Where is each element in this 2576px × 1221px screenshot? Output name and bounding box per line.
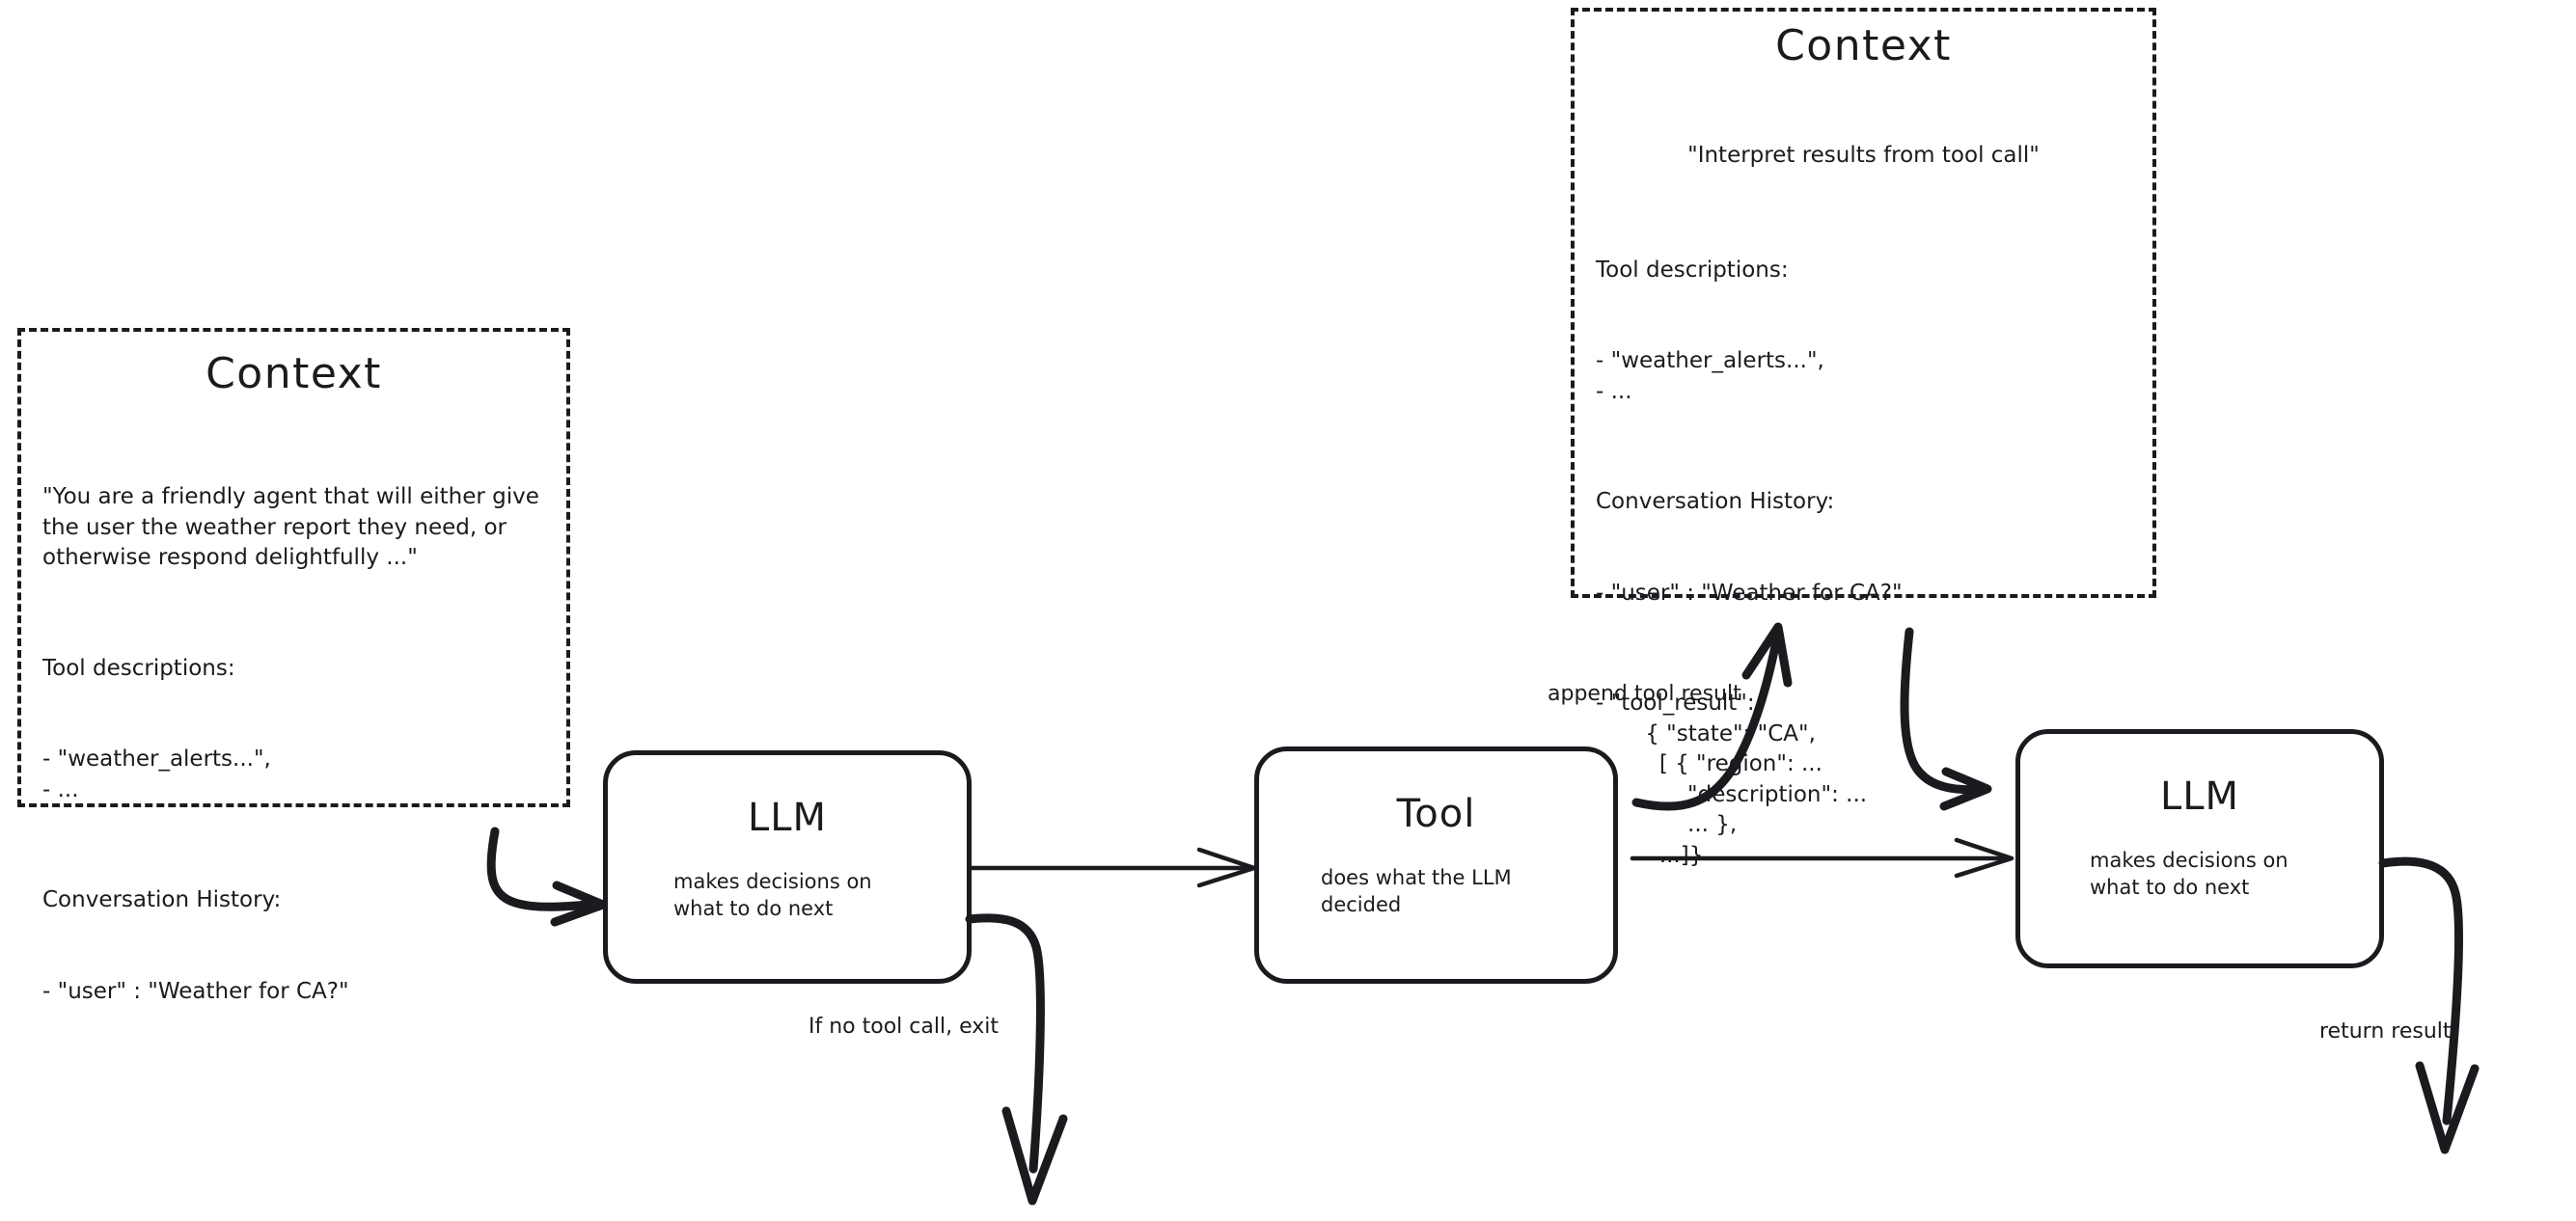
context-right-history-heading: Conversation History: — [1596, 489, 1835, 514]
context-left-body: "You are a friendly agent that will eith… — [42, 421, 545, 1068]
context-right-lead: "Interpret results from tool call" — [1687, 143, 2040, 168]
context-right-history-user: - "user" : "Weather for CA?" — [1596, 580, 1903, 606]
node-llm-first-subtitle: makes decisions on what to do next — [673, 870, 872, 920]
context-left-history-items: - "user" : "Weather for CA?" — [42, 978, 349, 1004]
edge-label-append-result: append tool result — [1548, 682, 1741, 706]
context-left-tools-items: - "weather_alerts...", - ... — [42, 746, 271, 802]
context-box-after-tool: Context "Interpret results from tool cal… — [1571, 8, 2156, 868]
node-llm-first[interactable]: LLM makes decisions on what to do next — [603, 750, 972, 984]
context-left-tools-heading: Tool descriptions: — [42, 655, 235, 681]
edge-label-return-result: return result — [2319, 1019, 2452, 1044]
edge-label-exit: If no tool call, exit — [808, 1015, 999, 1039]
context-left-system-prompt: "You are a friendly agent that will eith… — [42, 484, 547, 570]
context-right-tools-heading: Tool descriptions: — [1596, 257, 1789, 283]
context-right-tools-items: - "weather_alerts...", - ... — [1596, 348, 1824, 404]
node-llm-second[interactable]: LLM makes decisions on what to do next — [2015, 729, 2384, 968]
node-tool-subtitle: does what the LLM decided — [1321, 866, 1512, 916]
arrow-llm1-exit — [965, 913, 1068, 1206]
context-left-title: Context — [206, 349, 382, 398]
arrow-llm1-to-tool — [969, 847, 1257, 888]
context-box-initial: Context "You are a friendly agent that w… — [17, 328, 570, 1004]
node-tool[interactable]: Tool does what the LLM decided — [1254, 746, 1618, 984]
node-tool-title: Tool — [1396, 792, 1476, 836]
node-llm-second-title: LLM — [2159, 774, 2240, 819]
node-llm-second-subtitle: makes decisions on what to do next — [2090, 849, 2288, 899]
arrow-llm2-return-result — [2378, 856, 2480, 1154]
node-llm-first-title: LLM — [747, 796, 828, 840]
context-right-title: Context — [1775, 21, 1952, 70]
context-left-history-heading: Conversation History: — [42, 887, 282, 912]
